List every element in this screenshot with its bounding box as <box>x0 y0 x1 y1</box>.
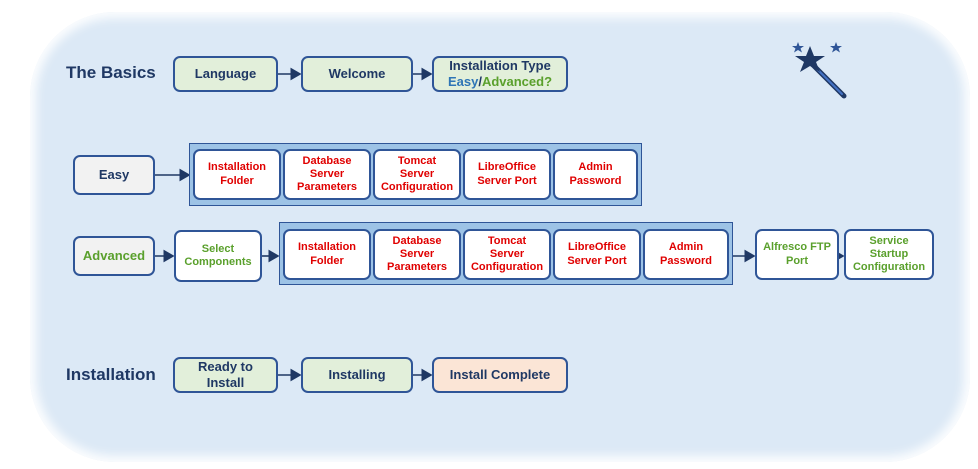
advanced-step-line: Alfresco FTP <box>763 241 831 254</box>
easy-step-line: Parameters <box>297 181 357 194</box>
step-ready-line: Ready to <box>198 359 253 375</box>
step-install-complete: Install Complete <box>432 357 568 393</box>
advanced-step-line: Database <box>392 234 442 247</box>
advanced-step-line: Server <box>489 247 525 260</box>
advanced-step-line: Tomcat <box>487 234 527 247</box>
advanced-step-line: Port <box>786 254 808 267</box>
easy-step-line: Folder <box>220 174 254 187</box>
step-language: Language <box>173 56 278 92</box>
step-welcome-text: Welcome <box>328 66 386 82</box>
advanced-step-line: Parameters <box>387 261 447 274</box>
advanced-step-line: Server <box>399 247 435 260</box>
advanced-step-line: Startup <box>869 247 909 260</box>
advanced-step-line: Admin <box>668 241 704 254</box>
advanced-step-line: Server Port <box>567 254 627 267</box>
easy-step-line: Password <box>569 174 622 187</box>
advanced-step-line: Select <box>201 242 235 255</box>
magic-wand-icon <box>792 42 847 99</box>
easy-label-text: Easy <box>98 167 130 183</box>
advanced-step-line: Service <box>869 234 909 247</box>
advanced-step-line: LibreOffice <box>567 241 627 254</box>
advanced-step-line: Installation <box>297 241 357 254</box>
install-type-options: Easy/Advanced? <box>448 74 552 90</box>
advanced-step-line: Configuration <box>470 261 544 274</box>
easy-step-line: LibreOffice <box>477 161 537 174</box>
step-install-complete-text: Install Complete <box>449 367 551 383</box>
install-type-advanced: Advanced? <box>481 74 553 89</box>
easy-step-line: Server <box>399 167 435 180</box>
step-ready-line: Install <box>206 375 245 390</box>
advanced-step-line: Configuration <box>852 261 926 274</box>
advanced-step-line: Folder <box>310 254 344 267</box>
install-type-title: Installation Type <box>449 58 551 74</box>
step-installation-type: Installation Type Easy/Advanced? <box>432 56 568 92</box>
install-type-easy: Easy <box>447 74 479 89</box>
easy-step-line: Server Port <box>477 174 537 187</box>
easy-label: Easy <box>73 155 155 195</box>
easy-step-line: Database <box>302 154 352 167</box>
advanced-label-text: Advanced <box>82 248 146 264</box>
easy-step-line: Admin <box>578 161 613 174</box>
advanced-step-line: Password <box>660 254 712 267</box>
easy-step-line: Tomcat <box>397 154 437 167</box>
advanced-step-line: Components <box>184 256 252 268</box>
step-welcome: Welcome <box>301 56 413 92</box>
easy-step-line: Installation <box>207 161 267 174</box>
step-installing-text: Installing <box>328 367 386 383</box>
step-installing: Installing <box>301 357 413 393</box>
install-type-sep: / <box>478 74 482 89</box>
easy-step-line: Server <box>309 167 345 180</box>
installation-label: Installation <box>66 365 156 384</box>
step-language-text: Language <box>194 66 257 82</box>
basics-label: The Basics <box>66 63 156 82</box>
easy-step-line: Configuration <box>380 181 454 194</box>
advanced-label: Advanced <box>73 236 155 276</box>
